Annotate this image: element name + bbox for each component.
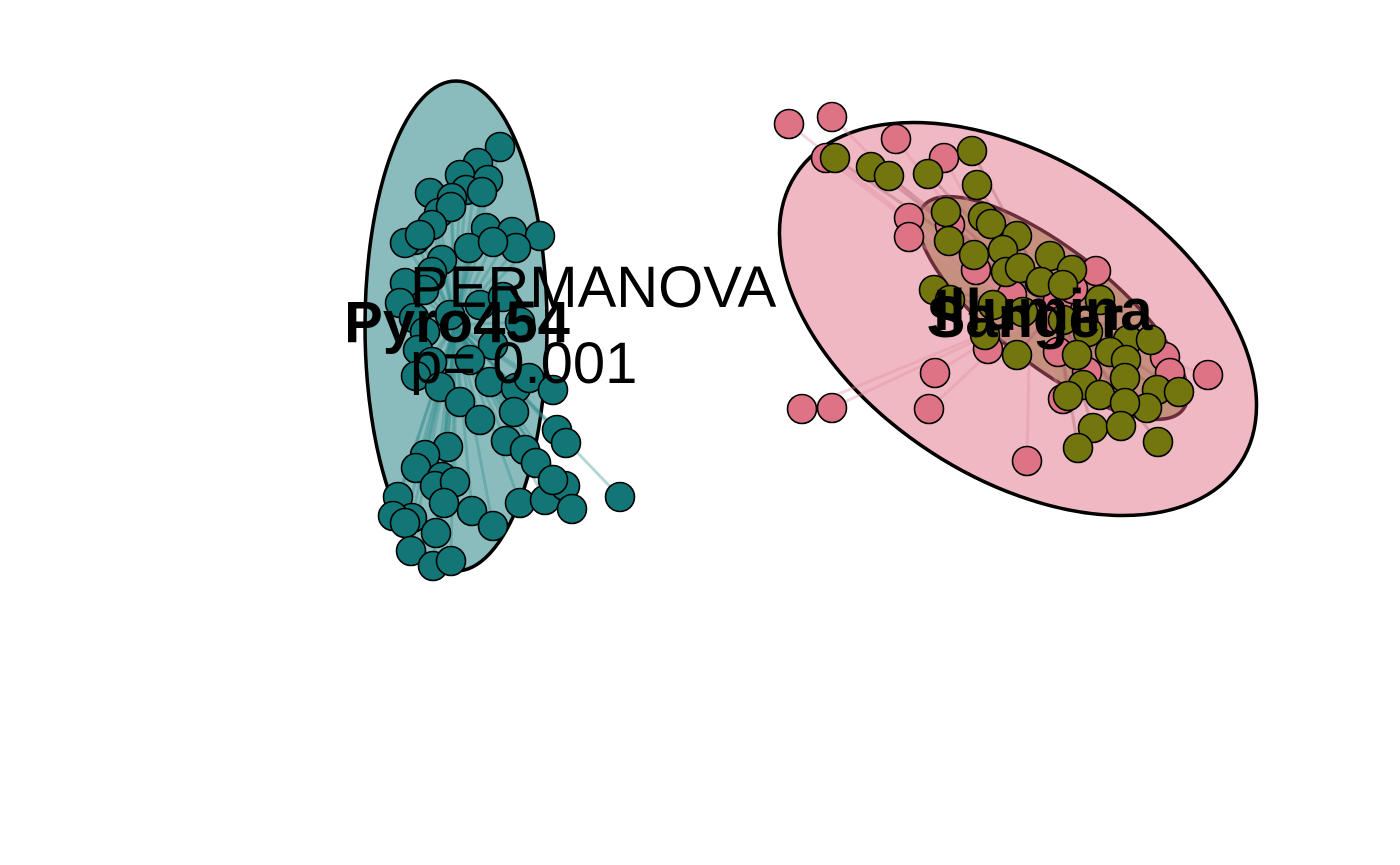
pyro454-point: [484, 131, 516, 163]
pyro454-point: [428, 487, 460, 519]
illumina-point: [1047, 304, 1079, 336]
pyro454-point: [537, 374, 569, 406]
pyro454-point: [435, 545, 467, 577]
pyro454-spider-line: [410, 324, 457, 519]
illumina-point: [819, 142, 851, 174]
illumina-point: [1084, 284, 1116, 316]
annotation-pvalue: p= 0.001: [410, 331, 637, 396]
illumina-point: [975, 208, 1007, 240]
illumina-point: [873, 160, 905, 192]
pyro454-point: [524, 220, 556, 252]
illumina-point: [1142, 426, 1174, 458]
illumina-point: [956, 135, 988, 167]
pyro454-point: [434, 299, 466, 331]
pyro454-point: [466, 176, 498, 208]
illumina-point: [1163, 376, 1195, 408]
pyro454-point: [477, 329, 509, 361]
sanger-point: [1192, 359, 1224, 391]
points-layer: [377, 101, 1224, 582]
pyro454-spider-line: [453, 247, 518, 326]
annotation-permanova: PERMANOVA: [410, 255, 777, 320]
illumina-point: [1052, 380, 1084, 412]
sanger-spider-line: [1025, 314, 1032, 462]
sanger-point: [913, 393, 945, 425]
illumina-point: [961, 169, 993, 201]
pyro454-point: [498, 396, 530, 428]
illumina-point: [934, 284, 966, 316]
illumina-point: [977, 289, 1009, 321]
pyro454-point: [477, 226, 509, 258]
sanger-point: [1011, 445, 1043, 477]
sanger-point: [786, 393, 818, 425]
pyro454-point: [444, 386, 476, 418]
illumina-point: [1105, 410, 1137, 442]
sanger-spider-line: [825, 156, 1031, 317]
pyro454-point: [395, 535, 427, 567]
illumina-point: [1047, 269, 1079, 301]
illumina-point: [958, 239, 990, 271]
illumina-point: [1062, 432, 1094, 464]
pyro454-point: [604, 481, 636, 513]
pyro454-point: [454, 344, 486, 376]
illumina-point: [1004, 252, 1036, 284]
pyro454-point: [456, 495, 488, 527]
pyro454-point: [504, 306, 536, 338]
group-label-pyro454: Pyro454: [344, 290, 570, 355]
pyro454-point: [404, 219, 436, 251]
group-label-sanger: Sanger: [927, 285, 1124, 350]
pyro454-point: [464, 404, 496, 436]
sanger-point: [880, 123, 912, 155]
pyro454-point: [420, 517, 452, 549]
sanger-point: [816, 392, 848, 424]
group-label-illumina: Illumina: [933, 278, 1153, 343]
sanger-point: [919, 357, 951, 389]
illumina-point: [930, 196, 962, 228]
sanger-point: [816, 101, 848, 133]
illumina-point: [1007, 296, 1039, 328]
sanger-point: [893, 221, 925, 253]
illumina-point: [1061, 339, 1093, 371]
pyro454-point: [487, 281, 519, 313]
illumina-point: [1001, 339, 1033, 371]
sanger-spider-line: [927, 313, 1032, 411]
pyro454-point: [477, 510, 509, 542]
pyro454-point: [389, 507, 421, 539]
pyro454-point: [435, 191, 467, 223]
pyro454-point: [537, 464, 569, 496]
pyro454-point: [513, 362, 545, 394]
illumina-point: [1135, 324, 1167, 356]
pyro454-point: [556, 493, 588, 525]
illumina-point: [933, 225, 965, 257]
illumina-point: [912, 158, 944, 190]
illumina-point: [969, 319, 1001, 351]
pyro454-point: [550, 427, 582, 459]
sanger-point: [773, 108, 805, 140]
